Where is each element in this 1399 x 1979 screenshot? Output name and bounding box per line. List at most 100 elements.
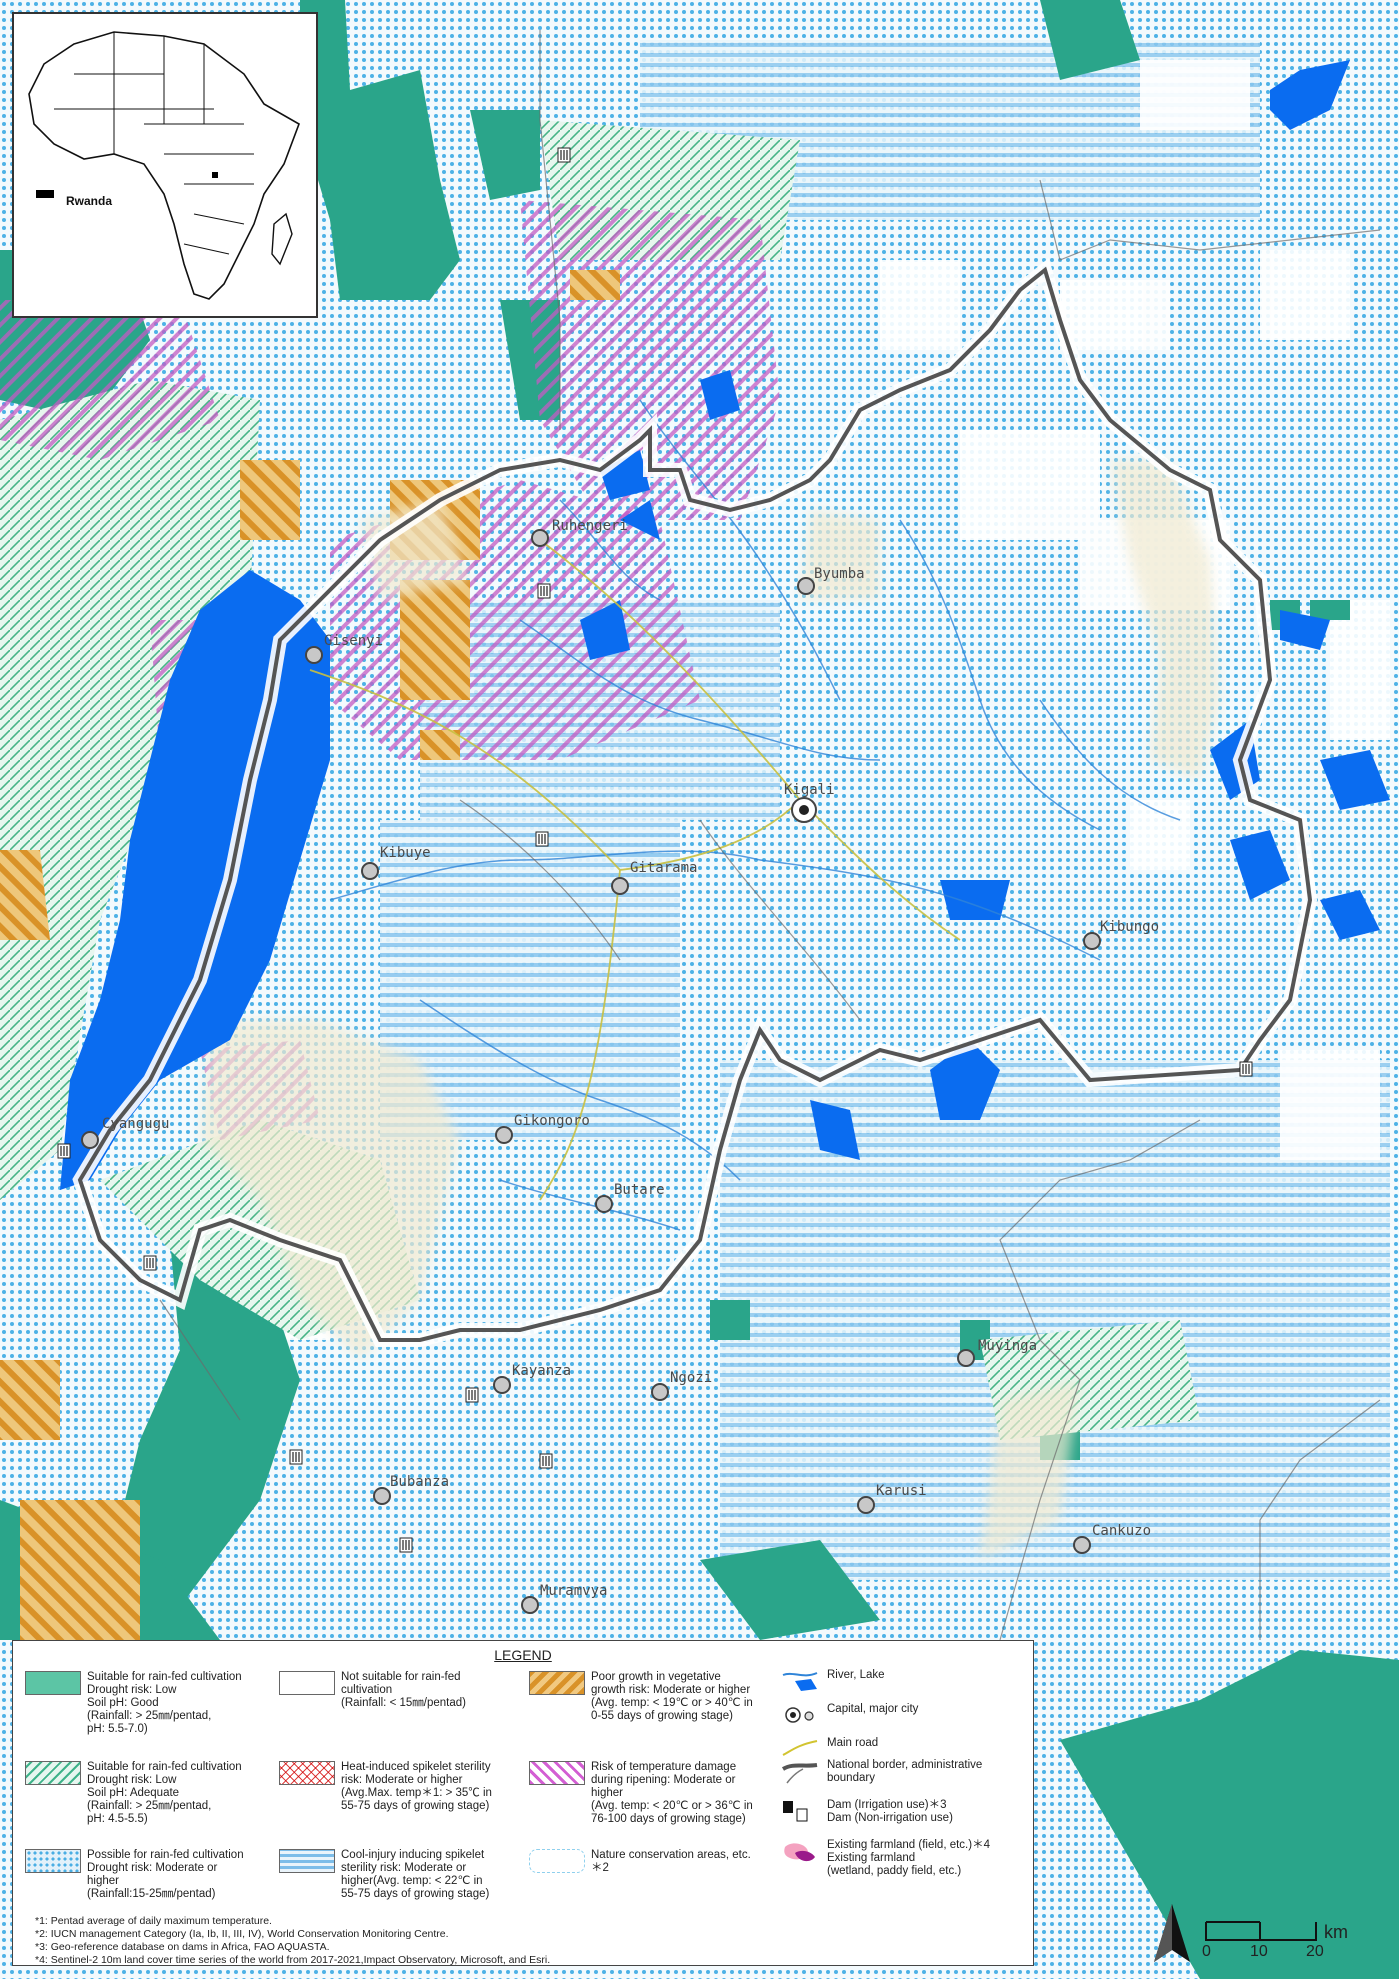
inset-rwanda-label: Rwanda: [66, 194, 113, 208]
city-label: Muramvya: [540, 1583, 607, 1599]
city-label: Kibuye: [380, 845, 431, 861]
dam-icon: [399, 1537, 413, 1553]
legend-text-line: Soil pH: Good: [87, 1697, 159, 1709]
city-marker: [857, 1496, 875, 1514]
city-marker: [531, 529, 549, 547]
city-marker: [521, 1596, 539, 1614]
city-byumba: Byumba: [797, 566, 865, 595]
city-marker: [373, 1487, 391, 1505]
city-bubanza: Bubanza: [373, 1474, 449, 1505]
legend-text-line: (Rainfall: > 25㎜/pentad,: [87, 1800, 212, 1812]
city-kigali: Kigali: [784, 782, 835, 823]
river-lake-icon: [782, 1672, 818, 1691]
legend-swatch: [529, 1671, 585, 1695]
legend-text-line: pH: 4.5-5.5): [87, 1813, 148, 1825]
city-marker: [81, 1131, 99, 1149]
dam-icon: [465, 1387, 479, 1403]
city-label: Karusi: [876, 1483, 927, 1499]
city-marker: [797, 577, 815, 595]
city-layer: RuhengeriByumbaGisenyiKigaliKibuyeGitara…: [81, 518, 1159, 1614]
legend-text-line: growth risk: Moderate or higher: [591, 1684, 751, 1696]
legend-swatch: [25, 1671, 81, 1695]
legend-text-line: Nature conservation areas, etc.: [591, 1849, 751, 1861]
legend-symbol-text: boundary: [827, 1772, 875, 1784]
rwanda-marker: [36, 190, 54, 198]
city-marker: [493, 1376, 511, 1394]
legend-text-line: Poor growth in vegetative: [591, 1671, 721, 1683]
legend-text-line: Possible for rain-fed cultivation: [87, 1849, 244, 1861]
city-label: Butare: [614, 1182, 665, 1198]
legend-symbol-text: Main road: [827, 1737, 879, 1749]
city-butare: Butare: [595, 1182, 665, 1213]
scale-bar: 0 10 20 km: [1200, 1900, 1390, 1960]
city-label: Gisenyi: [324, 633, 383, 649]
main-roads: [309, 539, 961, 1201]
city-marker: [595, 1195, 613, 1213]
legend-text-line: 55-75 days of growing stage): [341, 1888, 490, 1900]
legend-swatch: [529, 1849, 585, 1873]
legend-text-line: Heat-induced spikelet sterility: [341, 1761, 491, 1773]
city-label: Gitarama: [630, 860, 697, 876]
legend-text-line: risk: Moderate or higher: [341, 1774, 463, 1786]
legend-symbol-text: Dam (Non-irrigation use): [827, 1812, 953, 1824]
africa-inset-map: Rwanda: [12, 12, 318, 318]
legend-symbol-text: Existing farmland: [827, 1852, 916, 1864]
rwanda-border: [72, 258, 1318, 1347]
legend-swatch: [279, 1761, 335, 1785]
legend-text-line: Not suitable for rain-fed: [341, 1671, 461, 1683]
city-marker: [1073, 1536, 1091, 1554]
city-label: Byumba: [814, 566, 865, 582]
dam-icon: [143, 1255, 157, 1271]
legend-swatch: [279, 1849, 335, 1873]
city-kibungo: Kibungo: [1083, 919, 1159, 950]
lakes: [580, 60, 1390, 1160]
city-label: Ruhengeri: [552, 518, 628, 534]
legend-symbol-text: River, Lake: [827, 1669, 885, 1681]
legend-text-line: (Rainfall: > 25㎜/pentad,: [87, 1710, 212, 1722]
dam-icon: [535, 831, 549, 847]
city-marker: [651, 1383, 669, 1401]
city-label: Cankuzo: [1092, 1523, 1151, 1539]
farmland-icon: [784, 1843, 815, 1862]
legend-text-line: Drought risk: Low: [87, 1774, 177, 1786]
legend-text-line: pH: 5.5-7.0): [87, 1723, 148, 1735]
city-label: Ngozi: [670, 1370, 712, 1386]
city-label: Kigali: [784, 782, 835, 798]
city-label: Cyangugu: [102, 1116, 169, 1132]
scale-tick-10: 10: [1250, 1943, 1268, 1960]
rivers: [329, 399, 1181, 1231]
nature-conservation-areas: [200, 460, 1220, 1560]
dam-icon: [57, 1143, 71, 1159]
city-muramvya: Muramvya: [521, 1583, 607, 1614]
city-label: Gikongoro: [514, 1113, 590, 1129]
city-marker: [957, 1349, 975, 1367]
main-road-icon: [782, 1740, 818, 1756]
city-gisenyi: Gisenyi: [305, 633, 383, 664]
legend-text-line: 0-55 days of growing stage): [591, 1710, 733, 1722]
legend-symbol-text: National border, administrative: [827, 1759, 983, 1771]
dam-icon: [783, 1801, 808, 1822]
legend-text-line: ＊2: [591, 1862, 609, 1874]
city-karusi: Karusi: [857, 1483, 927, 1514]
scale-unit: km: [1324, 1922, 1348, 1942]
scale-tick-20: 20: [1306, 1943, 1324, 1960]
city-label: Bubanza: [390, 1474, 449, 1490]
dam-icon: [289, 1449, 303, 1465]
city-cankuzo: Cankuzo: [1073, 1523, 1151, 1554]
legend-symbol-text: Dam (Irrigation use)＊3: [827, 1799, 947, 1811]
border-icon: [781, 1763, 818, 1784]
legend-swatch: [529, 1761, 585, 1785]
legend-symbol-text: (wetland, paddy field, etc.): [827, 1865, 962, 1877]
legend-text-line: Cool-injury inducing spikelet: [341, 1849, 485, 1861]
legend-swatch: [25, 1849, 81, 1873]
legend-text-line: during ripening: Moderate or: [591, 1774, 736, 1786]
legend-text-line: Drought risk: Moderate or: [87, 1862, 218, 1874]
legend-text-line: sterility risk: Moderate or: [341, 1862, 467, 1874]
dam-icon: [537, 583, 551, 599]
city-muyinga: Muyinga: [957, 1338, 1037, 1367]
city-cyangugu: Cyangugu: [81, 1116, 169, 1149]
dam-icon: [557, 147, 571, 163]
legend-title: LEGEND: [494, 1647, 552, 1663]
legend-text-line: Suitable for rain-fed cultivation: [87, 1761, 242, 1773]
